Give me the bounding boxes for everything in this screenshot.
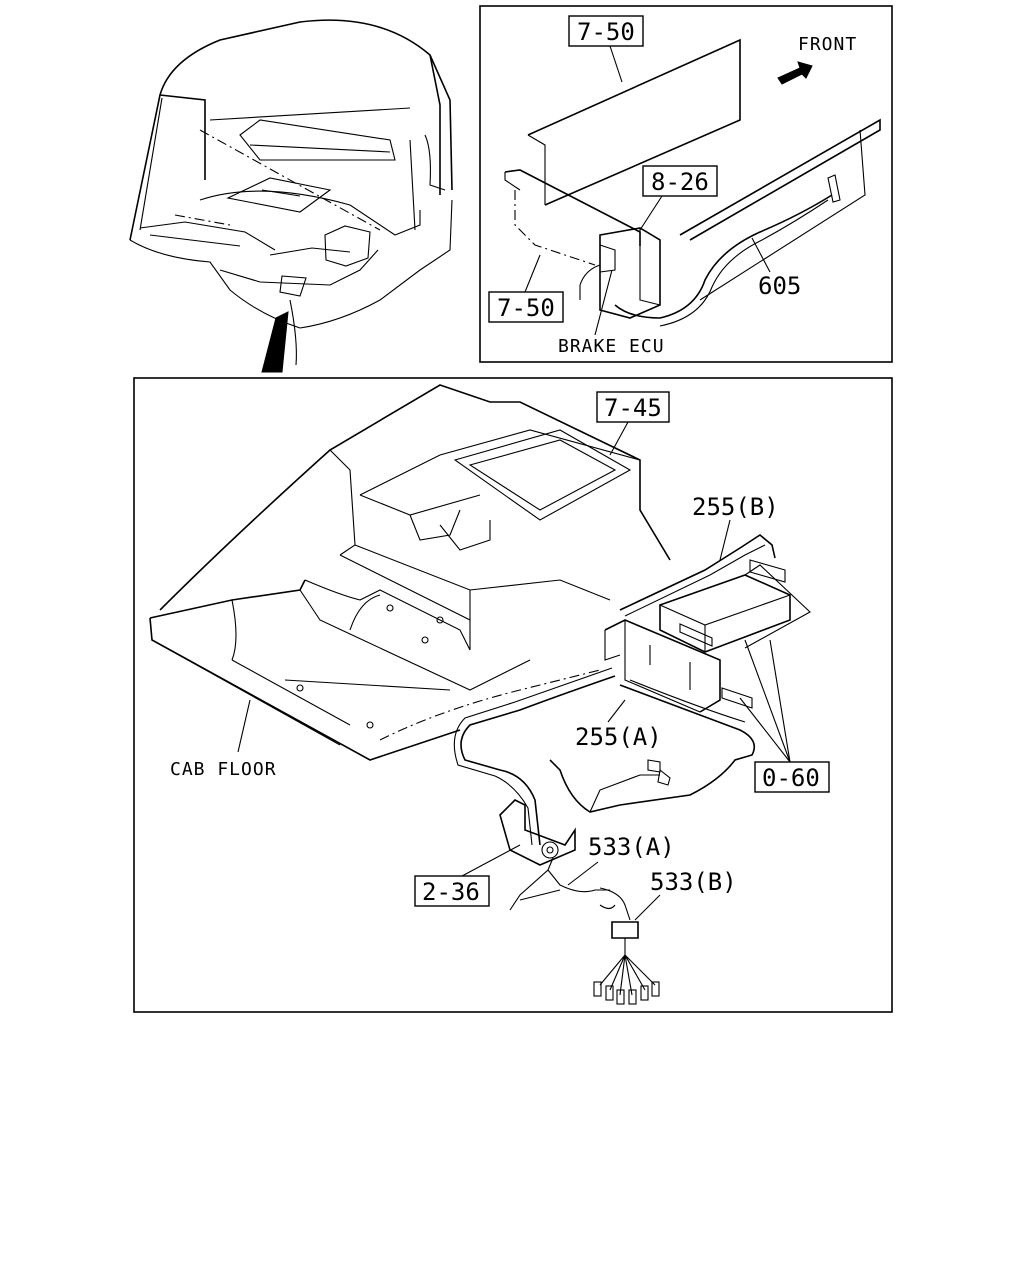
ref-label-bracket: 2-36 (422, 878, 480, 906)
ref-label-bracket-top: 8-26 (651, 168, 709, 196)
detail-pointer (261, 311, 289, 373)
ref-box-bracket (414, 875, 490, 907)
cab-floor-assembly-drawing (149, 384, 811, 1005)
ref-label-ecu-mount: 0-60 (762, 764, 820, 792)
front-arrow-icon (777, 61, 813, 85)
ref-box-ecu-mount (754, 761, 830, 793)
harness-255a-label: 255(A) (575, 723, 662, 751)
harness-255b-label: 255(B) (692, 493, 779, 521)
connector-533a-label: 533(A) (588, 833, 675, 861)
harness-605-label: 605 (758, 272, 801, 300)
ref-label-cover: 7-45 (604, 394, 662, 422)
ref-box-top (568, 15, 644, 47)
brake-ecu-detail-drawing (504, 38, 881, 327)
cab-floor-label: CAB FLOOR (170, 759, 277, 780)
ref-box-bottom (488, 291, 564, 323)
detail-panel-frame (479, 5, 893, 363)
front-label: FRONT (798, 34, 857, 55)
ref-box-bracket-top (642, 165, 718, 197)
connector-533b-label: 533(B) (650, 868, 737, 896)
cab-overview-drawing (129, 19, 453, 373)
ref-label-bottom: 7-50 (497, 294, 555, 322)
ref-box-cover (596, 391, 670, 423)
brake-ecu-label: BRAKE ECU (558, 336, 665, 357)
main-panel-frame (133, 377, 893, 1013)
ref-label-top: 7-50 (577, 18, 635, 46)
